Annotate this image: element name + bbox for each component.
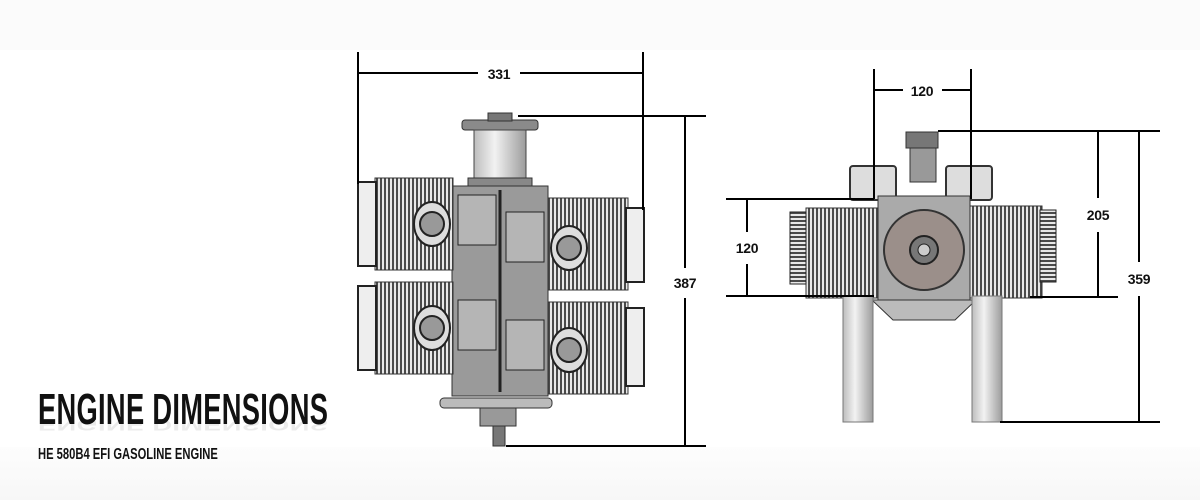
- dimension-total-height-359: 359: [1124, 271, 1154, 287]
- title-reflection: ENGINE DIMENSIONS: [38, 415, 329, 434]
- page-title: ENGINE DIMENSIONS: [38, 385, 329, 434]
- top-view-dimension-lines: [357, 52, 706, 447]
- bottom-band: [0, 447, 1200, 500]
- dimension-upper-height-205: 205: [1083, 207, 1113, 223]
- dimension-length-387: 387: [670, 275, 700, 291]
- dimension-cylinder-height-120: 120: [732, 240, 762, 256]
- top-band: [0, 0, 1200, 50]
- front-view-dimension-lines: [726, 69, 1160, 423]
- engine-model-subtitle: HE 580B4 EFI GASOLINE ENGINE: [38, 446, 218, 463]
- top-view-engine: [357, 112, 645, 447]
- dimension-width-331: 331: [484, 66, 514, 82]
- dimension-top-width-120: 120: [907, 83, 937, 99]
- front-view-engine: [789, 131, 1057, 423]
